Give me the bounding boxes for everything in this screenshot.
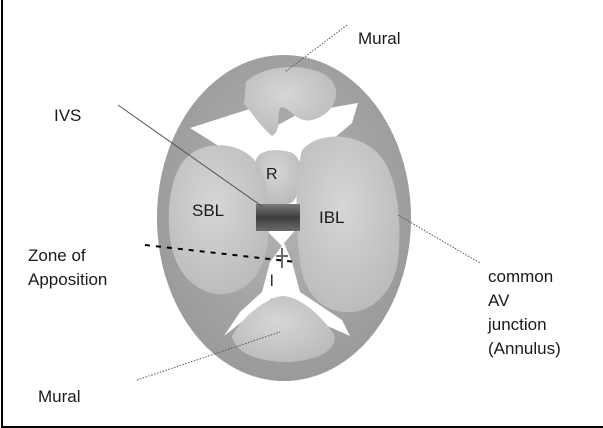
label-ibl: IBL	[319, 208, 345, 227]
mural-leaflet-top	[244, 67, 337, 136]
label-annulus-line3: junction	[487, 315, 547, 334]
mural-leaflet-bottom	[232, 296, 335, 362]
leader-zone-apposition	[144, 244, 297, 263]
label-annulus-line1: common	[488, 267, 553, 286]
label-zone-line1: Zone of	[28, 246, 86, 265]
r-leaflet	[256, 150, 301, 204]
label-r: R	[266, 166, 278, 183]
label-zone-line2: Apposition	[28, 270, 107, 289]
ivs-septal-band	[256, 204, 300, 231]
apposition-marker	[276, 248, 288, 268]
ibl-leaflet	[296, 136, 400, 313]
label-sbl: SBL	[192, 201, 224, 220]
leader-mural-bottom	[136, 331, 281, 381]
label-annulus-line2: AV	[488, 291, 510, 310]
label-l: l	[270, 273, 274, 290]
label-mural-top: Mural	[358, 29, 401, 48]
leader-annulus	[397, 214, 481, 264]
leader-mural-top	[284, 24, 348, 73]
label-ivs: IVS	[54, 106, 81, 125]
label-annulus-line4: (Annulus)	[488, 339, 561, 358]
leader-ivs	[117, 104, 264, 208]
label-mural-bottom: Mural	[38, 387, 81, 406]
